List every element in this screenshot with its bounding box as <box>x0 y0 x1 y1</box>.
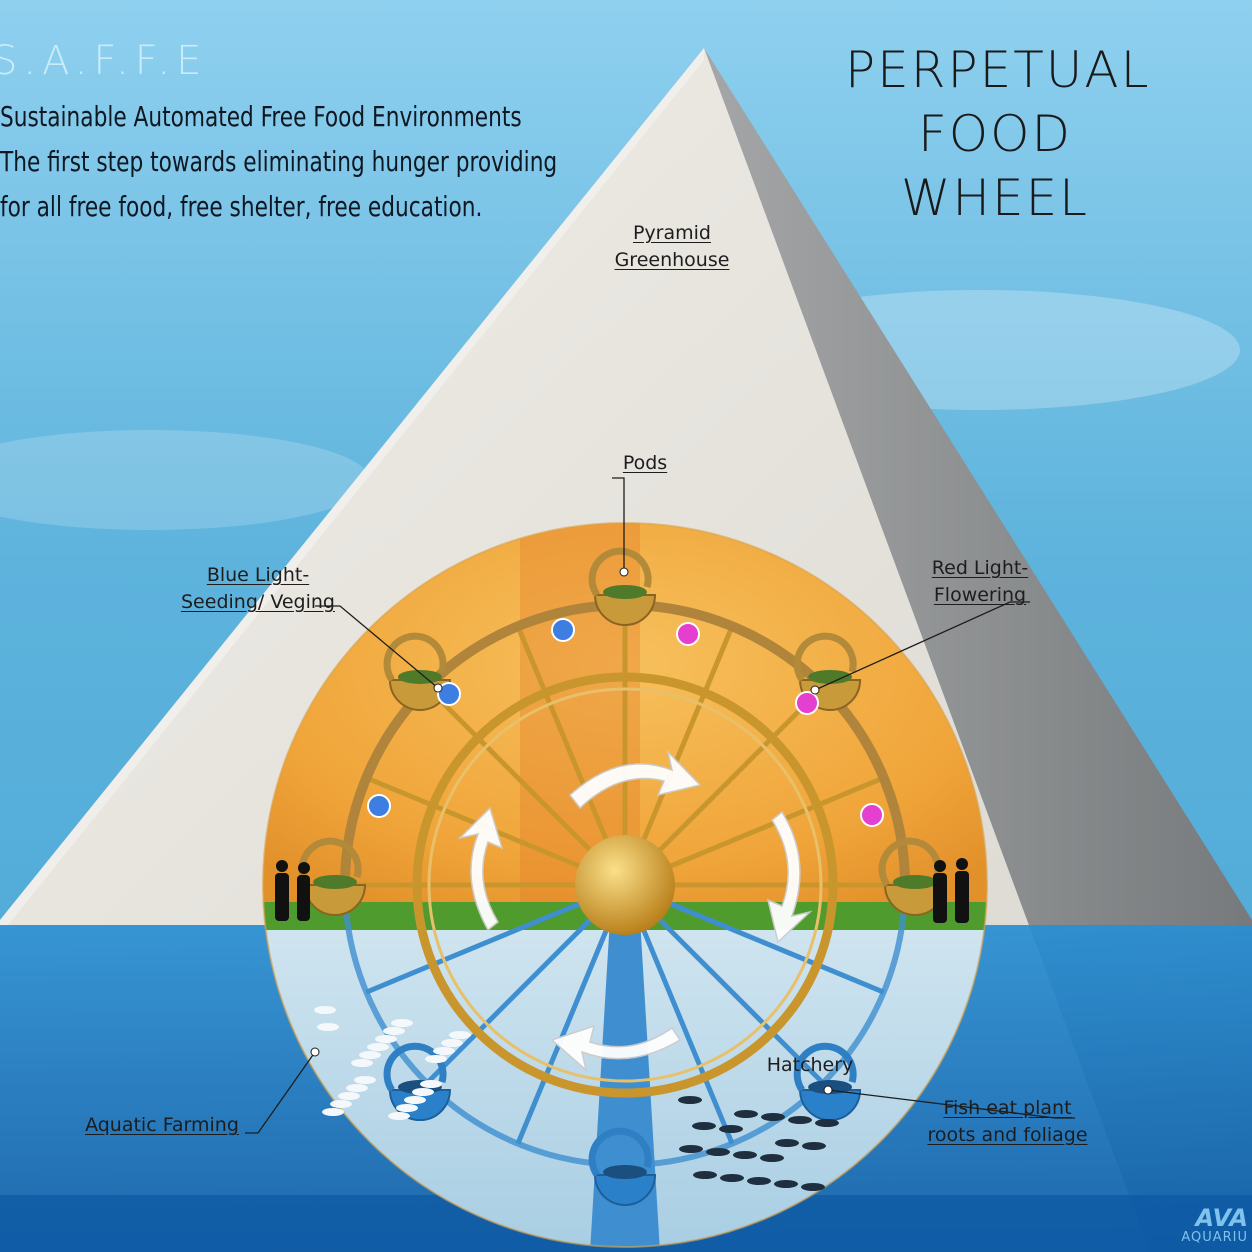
red-light-bulb <box>860 803 884 827</box>
fish <box>375 1035 397 1043</box>
fish <box>391 1019 413 1027</box>
fish <box>396 1104 418 1112</box>
fish <box>706 1148 730 1156</box>
red-light-bulb <box>795 691 819 715</box>
watermark: AVA AQUARIU <box>1181 1204 1248 1248</box>
fish <box>801 1183 825 1191</box>
tagline: Sustainable Automated Free Food Environm… <box>0 94 557 229</box>
label-red-light: Red Light- Flowering <box>920 555 1040 609</box>
fish <box>441 1039 463 1047</box>
fish <box>788 1116 812 1124</box>
fish <box>802 1142 826 1150</box>
label-aquatic-farming: Aquatic Farming <box>85 1114 239 1136</box>
title-line-1: PERPETUAL <box>845 41 1151 99</box>
fish <box>719 1125 743 1133</box>
watermark-brand: AVA <box>1195 1204 1248 1232</box>
label-blue-light-line-2: Seeding/ Veging <box>181 591 335 613</box>
fish <box>449 1031 471 1039</box>
title-line-3: WHEEL <box>900 169 1090 227</box>
people-left <box>275 860 310 921</box>
tagline-line-1: Sustainable Automated Free Food Environm… <box>0 100 522 133</box>
fish <box>720 1174 744 1182</box>
brand-title: S.A.F.F.E <box>0 38 208 84</box>
blue-light-bulb <box>367 794 391 818</box>
rotation-arrow-top <box>568 749 702 810</box>
fish <box>425 1055 447 1063</box>
fish <box>314 1006 336 1014</box>
fish <box>678 1096 702 1104</box>
label-fish-eat: Fish eat plant roots and foliage <box>910 1095 1105 1149</box>
fish <box>693 1171 717 1179</box>
fish <box>388 1112 410 1120</box>
fish <box>760 1154 784 1162</box>
label-fish-line-2: roots and foliage <box>927 1124 1088 1146</box>
fish <box>761 1113 785 1121</box>
tagline-line-2: The first step towards eliminating hunge… <box>0 145 558 178</box>
rotation-arrow-bottom <box>550 1024 682 1073</box>
blue-light-bulb <box>437 682 461 706</box>
fish <box>404 1096 426 1104</box>
label-pods: Pods <box>622 452 668 474</box>
rotation-arrow-left <box>457 806 504 932</box>
tagline-line-3: for all free food, free shelter, free ed… <box>0 190 483 223</box>
fish <box>322 1108 344 1116</box>
label-red-light-line-1: Red Light- <box>931 557 1029 579</box>
fish <box>317 1023 339 1031</box>
fish <box>692 1122 716 1130</box>
fish <box>734 1110 758 1118</box>
fish <box>359 1051 381 1059</box>
label-pyramid-line-1: Pyramid <box>632 222 711 244</box>
growing-pod <box>383 632 451 711</box>
people-right <box>933 858 969 923</box>
fish <box>412 1088 434 1096</box>
label-hatchery: Hatchery <box>766 1054 854 1076</box>
diagram-title: PERPETUAL FOOD WHEEL <box>845 38 1151 230</box>
fish <box>679 1145 703 1153</box>
fish <box>420 1080 442 1088</box>
rotation-arrow-right <box>766 810 813 944</box>
label-fish-line-1: Fish eat plant <box>943 1097 1072 1119</box>
fish <box>354 1076 376 1084</box>
blue-light-bulb <box>551 618 575 642</box>
fish <box>346 1084 368 1092</box>
label-red-light-line-2: Flowering <box>933 584 1027 606</box>
wheel-hub <box>575 835 675 935</box>
fish <box>747 1177 771 1185</box>
label-blue-light-line-1: Blue Light- <box>206 564 310 586</box>
label-blue-light: Blue Light- Seeding/ Veging <box>168 562 348 616</box>
label-pyramid-line-2: Greenhouse <box>614 249 730 271</box>
fish <box>775 1139 799 1147</box>
hatchery-pod <box>588 1127 657 1206</box>
growing-pod <box>588 547 657 626</box>
fish <box>351 1059 373 1067</box>
red-light-bulb <box>676 622 700 646</box>
hatchery-pod <box>793 1042 862 1121</box>
fish <box>815 1119 839 1127</box>
fish <box>367 1043 389 1051</box>
fish <box>338 1092 360 1100</box>
fish <box>383 1027 405 1035</box>
watermark-sub: AQUARIU <box>1181 1230 1248 1245</box>
fish <box>733 1151 757 1159</box>
fish <box>433 1047 455 1055</box>
label-pyramid-greenhouse: Pyramid Greenhouse <box>598 220 746 274</box>
title-line-2: FOOD <box>918 105 1072 163</box>
fish <box>774 1180 798 1188</box>
fish <box>330 1100 352 1108</box>
